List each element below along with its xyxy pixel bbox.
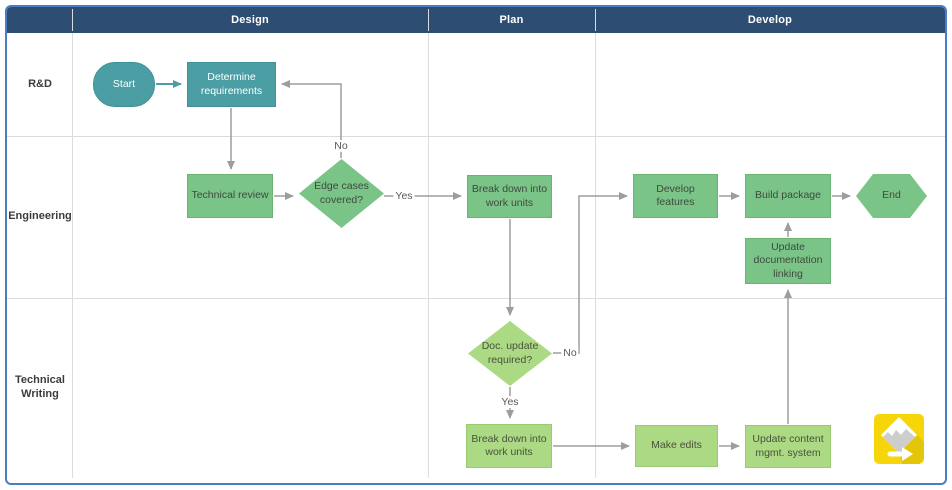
diamond-arrow-logo-icon	[874, 414, 924, 464]
header-separator	[595, 9, 596, 31]
phase-header-plan: Plan	[499, 14, 524, 26]
grid-line	[428, 33, 429, 478]
node-label: Make edits	[651, 439, 702, 452]
grid-line	[7, 298, 945, 299]
node-label: Update content mgmt. system	[752, 433, 824, 459]
lane-label-technical-writing: Technical Writing	[15, 374, 65, 400]
grid-line	[7, 136, 945, 137]
edge-label-yes: Yes	[393, 190, 415, 202]
node-make-edits: Make edits	[635, 425, 718, 467]
phase-header-develop: Develop	[747, 14, 793, 26]
node-start: Start	[93, 62, 155, 107]
node-build-package: Build package	[745, 174, 831, 218]
lane-label-rnd: R&D	[28, 77, 52, 90]
lane-label-engineering: Engineering	[8, 210, 72, 223]
phase-header-design: Design	[231, 14, 269, 26]
node-label: Update documentation linking	[753, 240, 823, 280]
node-end: End	[856, 174, 927, 218]
node-label: End	[882, 189, 901, 202]
node-label: Edge cases covered?	[314, 180, 369, 206]
node-technical-review: Technical review	[187, 174, 273, 218]
edge-label-yes: Yes	[499, 396, 521, 408]
node-update-documentation-linking: Update documentation linking	[745, 238, 831, 284]
node-label: Break down into work units	[471, 183, 548, 209]
node-label: Determine requirements	[200, 71, 263, 97]
edge-edgecases-no-to-determine	[281, 80, 342, 158]
app-logo	[873, 413, 925, 465]
edge-label-no: No	[561, 347, 579, 359]
grid-line	[72, 33, 73, 478]
node-label: Develop features	[656, 182, 695, 208]
node-develop-features: Develop features	[633, 174, 718, 218]
node-label: Start	[112, 77, 136, 90]
header-separator	[428, 9, 429, 31]
node-label: Break down into work units	[471, 432, 547, 458]
node-label: Build package	[755, 189, 821, 202]
phase-header-band	[7, 7, 945, 33]
node-update-content-mgmt-system: Update content mgmt. system	[745, 425, 831, 468]
edge-docupdate-no-to-developfeatures	[553, 192, 628, 354]
node-break-down-work-technical-writing: Break down into work units	[466, 424, 552, 468]
grid-line	[595, 33, 596, 478]
node-label: Technical review	[191, 189, 269, 202]
node-determine-requirements: Determine requirements	[187, 62, 276, 107]
node-label: Doc. update required?	[481, 340, 539, 366]
node-break-down-work-engineering: Break down into work units	[467, 175, 552, 218]
header-separator	[72, 9, 73, 31]
edge-label-no: No	[332, 140, 350, 152]
